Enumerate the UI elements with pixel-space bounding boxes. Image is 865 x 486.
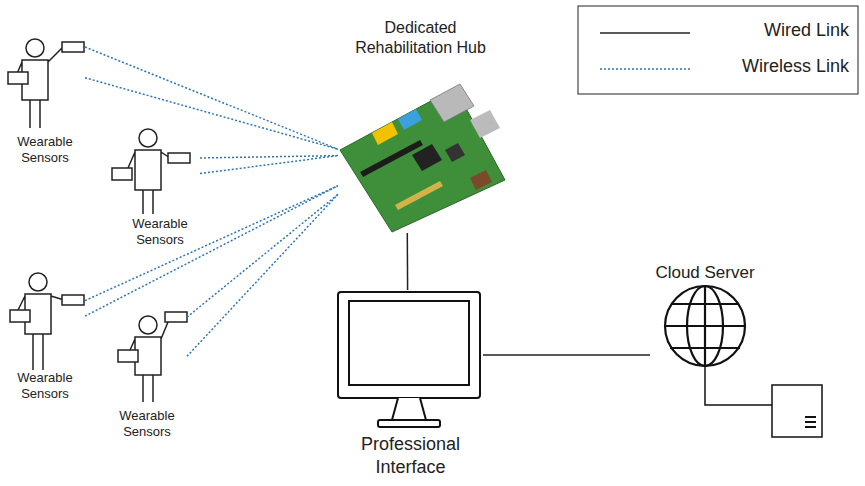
node-label: Professional Interface (346, 433, 476, 478)
node-label: Wearable Sensors (10, 370, 80, 403)
node-label: Wearable Sensors (112, 408, 182, 441)
legend-box (578, 6, 858, 94)
wired-link (483, 354, 650, 356)
legend-text: Wired Link (764, 20, 849, 41)
node-label: Wearable Sensors (10, 134, 80, 167)
person-1 (8, 39, 84, 128)
wired-link (407, 233, 409, 290)
wired-sample (600, 32, 690, 34)
board-picture (340, 84, 505, 232)
hub-node: Dedicated Rehabilitation Hub (338, 18, 503, 233)
wireless-link (200, 156, 338, 174)
person-4 (118, 312, 187, 402)
interface-node: Professional Interface (338, 290, 483, 478)
node-label: Dedicated Rehabilitation Hub (346, 18, 496, 58)
wireless-link (187, 194, 338, 356)
person-2 (112, 129, 190, 214)
wearable-sensor-node: Wearable Sensors (120, 128, 200, 248)
wearable-sensor-node: Wearable Sensors (5, 272, 85, 402)
wireless-sample (600, 68, 690, 70)
monitor-picture (338, 292, 480, 427)
node-label: Wearable Sensors (125, 216, 195, 249)
cloud-node: Cloud Server (650, 262, 760, 372)
wearable-sensor-node: Wearable Sensors (5, 38, 85, 166)
wireless-link (85, 47, 338, 149)
node-label: Cloud Server (655, 262, 754, 283)
globe-picture (665, 286, 772, 405)
server-picture (772, 385, 822, 437)
wireless-link (85, 186, 338, 317)
wearable-sensor-node: Wearable Sensors (107, 305, 187, 440)
person-3 (10, 273, 84, 370)
legend-text: Wireless Link (742, 56, 849, 77)
